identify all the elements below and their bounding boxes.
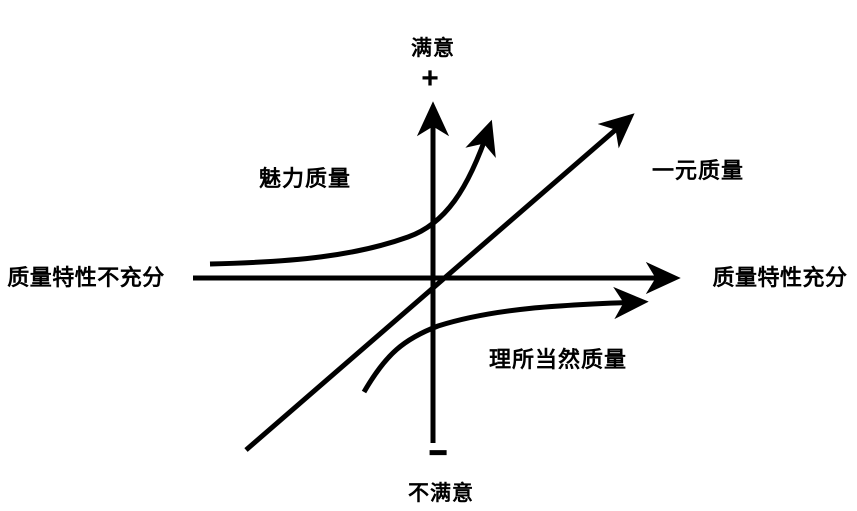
must-be-quality-curve [361, 286, 649, 394]
one-dimensional-quality-label: 一元质量 [651, 158, 745, 183]
x-axis-right-label: 质量特性充分 [712, 265, 848, 290]
must-be-quality-label: 理所当然质量 [488, 347, 628, 372]
y-axis-bottom-label: 不满意 [408, 482, 474, 505]
attractive-quality-label: 魅力质量 [258, 166, 352, 191]
plus-sign: + [421, 62, 439, 95]
minus-sign: − [428, 427, 448, 479]
y-axis-top-label: 满意 [411, 37, 455, 60]
x-axis-left-label: 质量特性不充分 [7, 265, 165, 290]
one-dimensional-quality-line [244, 113, 635, 452]
attractive-quality-curve [209, 119, 496, 267]
